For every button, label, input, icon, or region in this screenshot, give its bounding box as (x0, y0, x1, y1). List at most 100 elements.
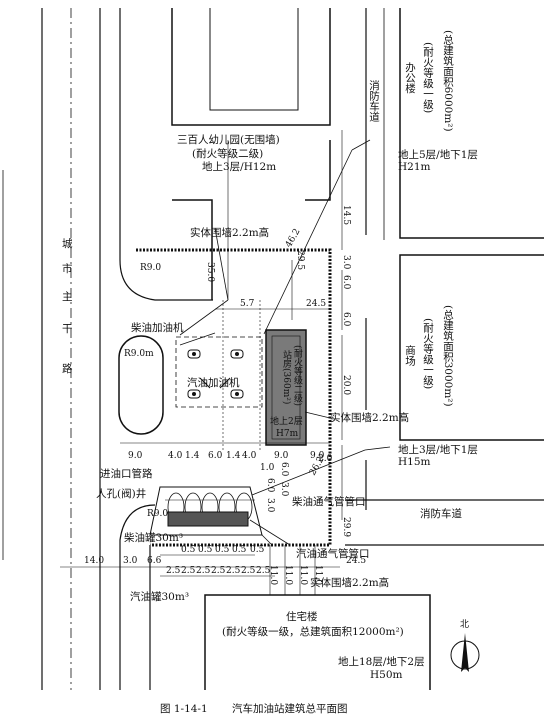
residence-height: H50m (370, 669, 403, 681)
wall-top-label: 实体围墙2.2m高 (190, 226, 269, 239)
tank-bottom-dim-7: 2.5 (256, 566, 271, 576)
kindergarten-building (171, 8, 331, 300)
row-dim-4: 6.0 (208, 451, 223, 461)
manhole-label: 人孔(阀)井 (96, 487, 146, 500)
dim-29-5: 29.5 (295, 250, 305, 270)
station-house-area: 站房(360m²) (281, 349, 292, 404)
tank-bottom-dim-3: 2.5 (196, 566, 211, 576)
dim-3-0d: 3.0 (123, 556, 138, 566)
dim-11-0-1: 11.0 (268, 565, 278, 585)
canopy-outline (175, 336, 263, 408)
city-road-char-4: 干 (62, 323, 73, 335)
tank-top-dim-3: 0.5 (215, 545, 230, 555)
gas-tank-label: 汽油罐30m³ (130, 590, 189, 603)
tank-top-dim-1: 0.5 (181, 545, 196, 555)
row-dim-3: 1.4 (185, 451, 200, 461)
dim-11-0-3: 11.0 (298, 565, 308, 585)
dim-11-0-2: 11.0 (283, 565, 293, 585)
residence-floors: 地上18层/地下2层 (338, 655, 425, 668)
dim-35-0: 35.0 (205, 262, 215, 282)
fire-lane-vertical-label: 消防车道 (368, 79, 380, 122)
separation-lines (179, 139, 391, 496)
station-house-floors: 地上2层 (270, 415, 303, 427)
dim-46-2: 46.2 (284, 227, 303, 249)
row-dim-8: 9.0 (310, 451, 325, 461)
dim-6-0a: 6.0 (341, 275, 351, 290)
row-dim-7: 9.0 (274, 451, 289, 461)
dim-2-0: 2.0 (318, 454, 333, 464)
office-height: H21m (398, 161, 431, 173)
office-floors: 地上5层/地下1层 (398, 148, 478, 161)
residence-building (204, 594, 431, 690)
row-dim-6: 4.0 (242, 451, 257, 461)
office-area: (总建筑面积6000m²) (442, 30, 454, 132)
dim-6-0d: 6.0 (279, 462, 289, 477)
dim-6-0b: 6.0 (341, 312, 351, 327)
traffic-island (118, 335, 164, 435)
row-dim-2: 4.0 (168, 451, 183, 461)
north-arrow (450, 633, 480, 672)
dim-5-7: 5.7 (240, 299, 255, 309)
mall-floors: 地上3层/地下1层 (398, 443, 478, 456)
mall-height: H15m (398, 456, 431, 468)
radius-bottom-label: R9.0 (147, 509, 168, 519)
dim-11-0-4: 11.0 (313, 565, 323, 585)
diesel-dispenser-label: 柴油加油机 (131, 321, 184, 334)
dispenser-diesel-2 (230, 349, 244, 359)
dim-3-0c: 3.0 (279, 482, 289, 497)
station-house-grade: (耐火等级二级) (292, 345, 303, 406)
dim-14-5: 14.5 (341, 205, 351, 225)
dispenser-group (187, 349, 244, 399)
kindergarten-line1: 三百人幼儿园(无围墙) (177, 133, 280, 146)
gas-dispenser-label: 汽油加油机 (187, 376, 240, 389)
dim-3-0b: 3.0 (265, 498, 275, 513)
dim-0-5: 0.5 (250, 545, 265, 555)
mall-name: 商场 (404, 344, 416, 367)
radius-island-label: R9.0m (124, 349, 154, 359)
diesel-vent-label: 柴油通气管管口 (292, 495, 366, 508)
tank-bottom-dim-4: 2.5 (211, 566, 226, 576)
tank-top-dim-2: 0.5 (198, 545, 213, 555)
gas-vent-label: 汽油通气管管口 (296, 547, 370, 560)
dispenser-gas-2 (230, 389, 244, 399)
city-main-road (2, 8, 213, 690)
tank-bottom-dim-2: 2.5 (181, 566, 196, 576)
dim-29-9: 29.9 (341, 517, 351, 537)
wall-right-label: 实体围墙2.2m高 (330, 411, 409, 424)
dim-24-5-bottom: 24.5 (346, 556, 366, 566)
city-road-char-1: 城 (62, 238, 73, 250)
office-building (383, 8, 544, 240)
north-label: 北 (460, 619, 469, 630)
residence-name: 住宅楼 (286, 610, 318, 623)
residence-detail: (耐火等级一级，总建筑面积12000m²) (222, 625, 404, 638)
city-road-char-3: 主 (62, 291, 73, 303)
tank-bottom-dim-5: 2.5 (226, 566, 241, 576)
tank-top-dim-4: 0.5 (232, 545, 247, 555)
tank-bottom-dim-6: 2.5 (241, 566, 256, 576)
office-name: 办公楼 (404, 61, 416, 94)
text-layer: 城 市 主 干 路 消防车道 消防车道 三百人幼儿园(无围墙) (耐火等级二级)… (62, 30, 478, 715)
dim-14-0: 14.0 (84, 556, 104, 566)
perimeter-wall (136, 248, 332, 690)
mall-grade: (耐火等级一级) (422, 318, 434, 389)
office-grade: (耐火等级一级) (422, 42, 434, 113)
station-house-height: H7m (276, 429, 299, 439)
dim-6-0c: 6.0 (265, 478, 275, 493)
station-house (265, 329, 307, 446)
dimension-lines (60, 130, 343, 595)
kindergarten-line2: (耐火等级二级) (192, 147, 263, 160)
fire-lane-horizontal (345, 499, 544, 546)
dim-3-0a: 3.0 (341, 255, 351, 270)
city-road-char-2: 市 (62, 262, 73, 275)
dispenser-gas-1 (187, 389, 201, 399)
diesel-tank-label: 柴油罐30m³ (124, 531, 183, 544)
tank-bottom-dim-1: 2.5 (166, 566, 181, 576)
caption-title: 汽车加油站建筑总平面图 (232, 702, 348, 715)
tank-area (149, 486, 291, 546)
city-road-char-5: 路 (62, 362, 73, 375)
dispenser-diesel-1 (187, 349, 201, 359)
dim-6-6: 6.6 (147, 556, 162, 566)
kindergarten-line3: 地上3层/H12m (202, 160, 276, 173)
dim-24-5-top: 24.5 (306, 299, 326, 309)
